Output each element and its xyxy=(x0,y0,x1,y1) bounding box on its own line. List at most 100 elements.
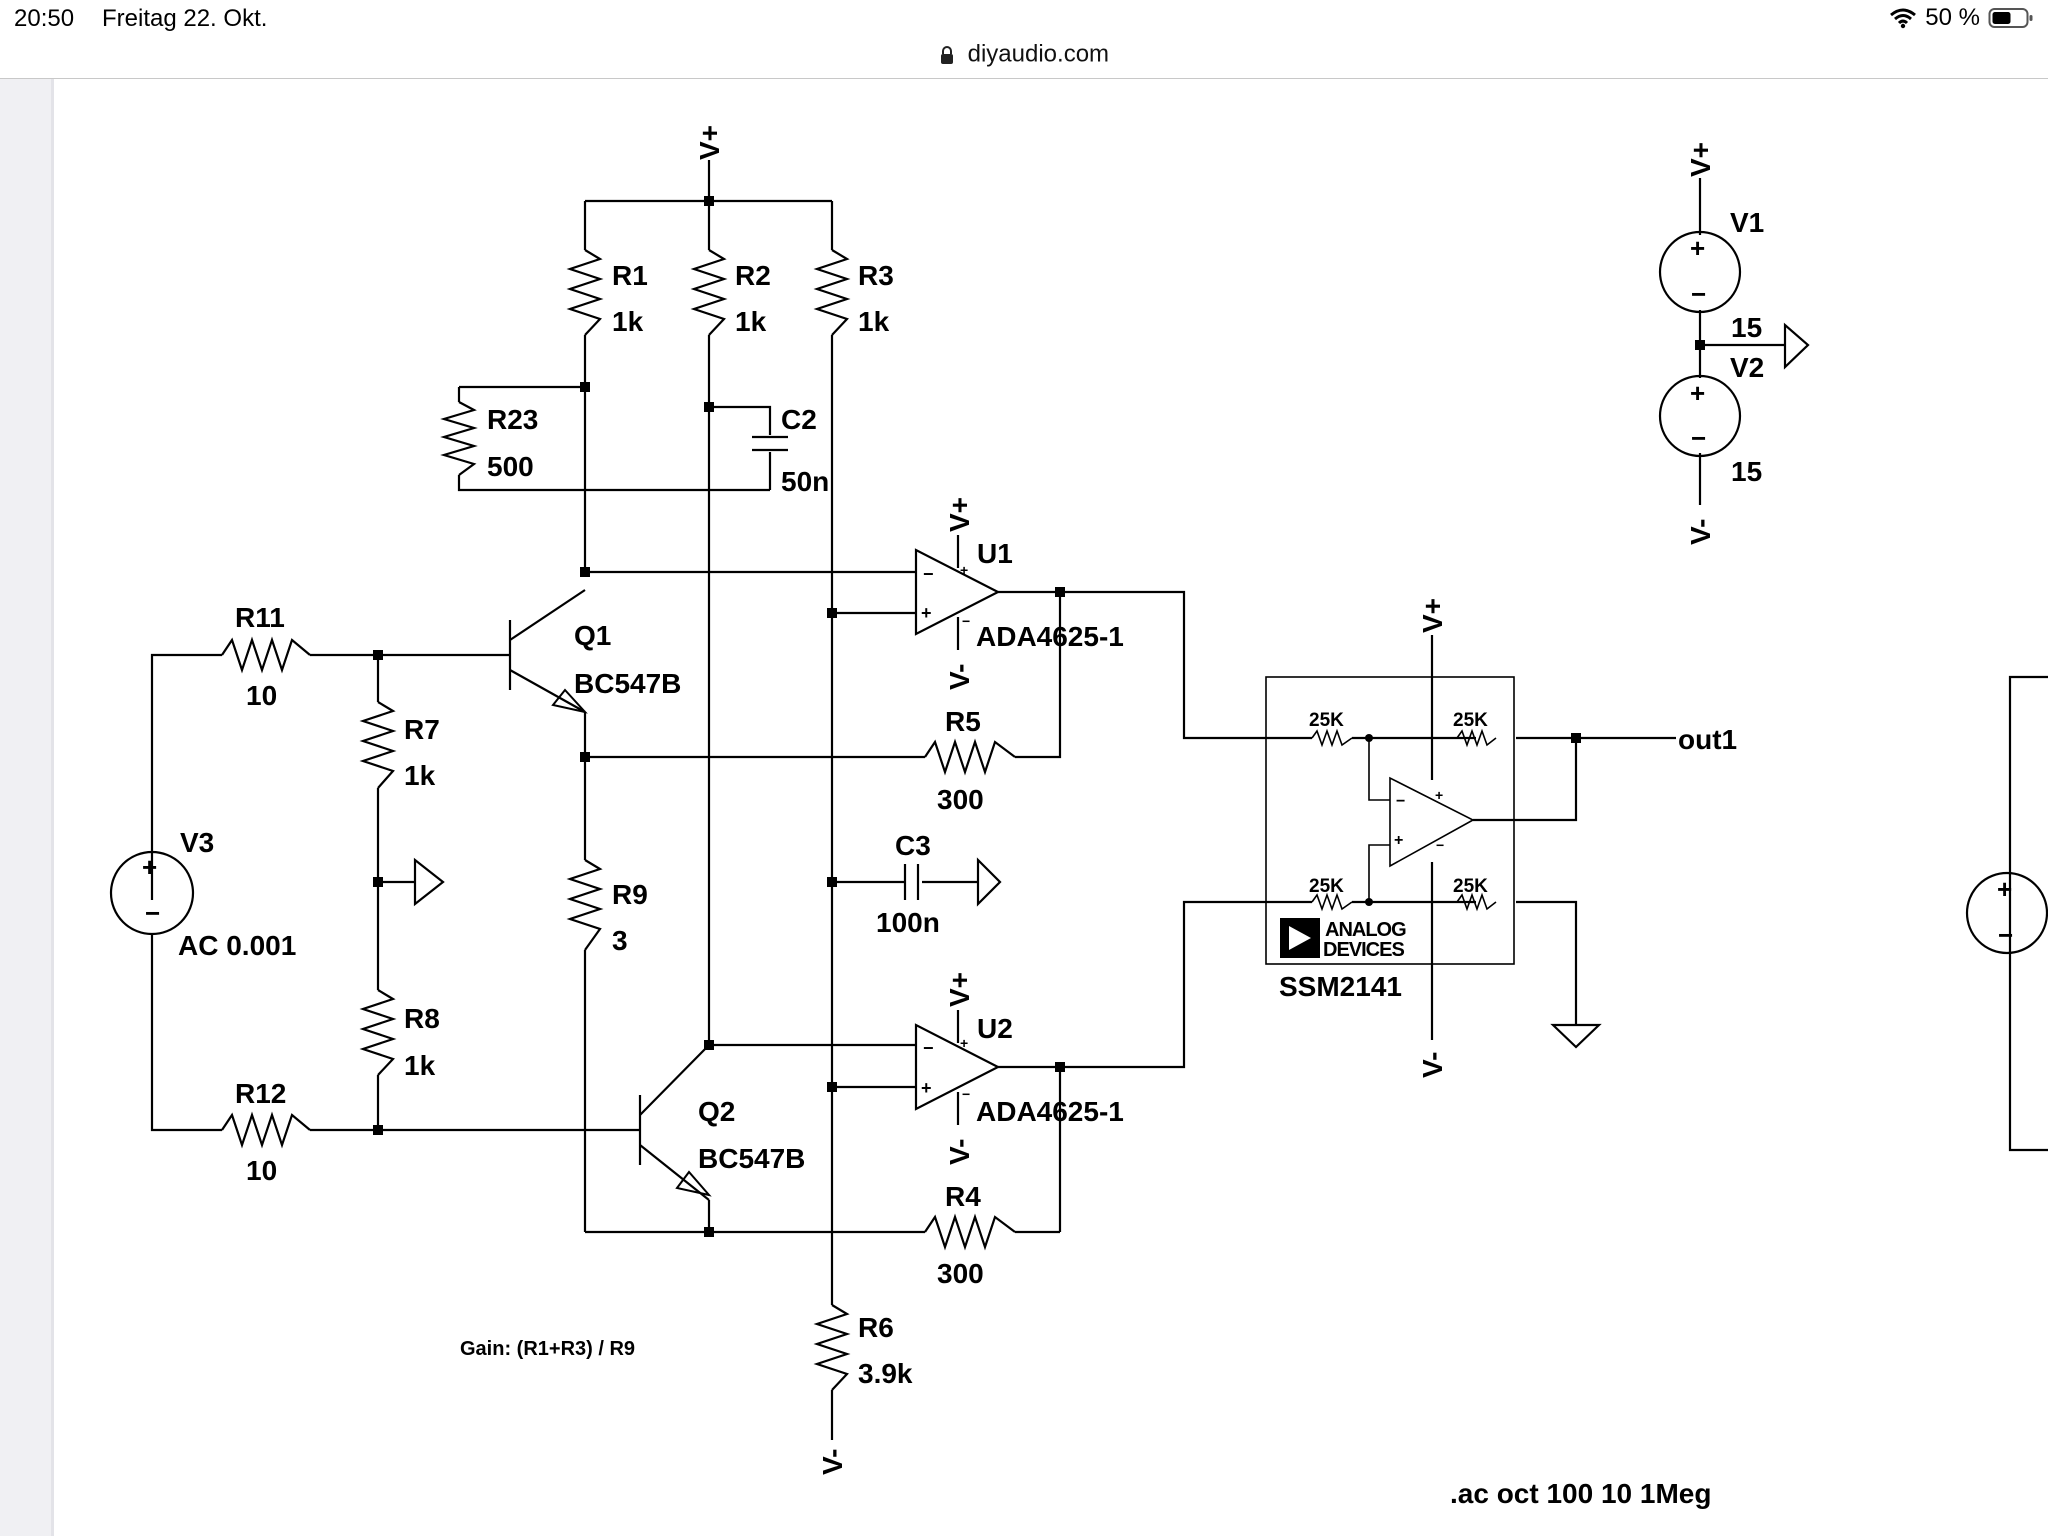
voltage-sources: + − + − + − + − xyxy=(109,230,2048,955)
status-right: 50 % xyxy=(1889,4,2034,32)
rail-label-u1-top: V+ xyxy=(944,497,975,532)
rail-label-u2-top: V+ xyxy=(944,972,975,1007)
net-label-out1: out1 xyxy=(1678,724,1737,755)
rail-label-u2-bottom: V- xyxy=(944,1139,975,1165)
url-domain: diyaudio.com xyxy=(967,40,1110,68)
capacitor-c3-symbol xyxy=(903,864,920,900)
r9-ref: R9 xyxy=(612,879,648,910)
ssm-resistor-3 xyxy=(1311,892,1353,912)
resistor-r4-symbol xyxy=(924,1213,1016,1251)
rail-label-ssm-bottom: V- xyxy=(1417,1052,1448,1078)
resistor-r5-symbol xyxy=(924,738,1016,776)
v1-ref: V1 xyxy=(1730,207,1764,238)
c3-value: 100n xyxy=(876,907,940,938)
u2-value: ADA4625-1 xyxy=(976,1096,1124,1127)
status-time: 20:50 xyxy=(14,5,75,32)
resistor-r2-symbol xyxy=(690,249,728,336)
junctions xyxy=(373,196,1705,1237)
resistor-r6-symbol xyxy=(813,1304,851,1391)
ssm-resistor-4 xyxy=(1456,892,1497,912)
svg-text:+: + xyxy=(921,603,932,623)
svg-text:+: + xyxy=(1997,874,2012,904)
svg-text:−: − xyxy=(1691,279,1706,309)
c2-value: 50n xyxy=(781,466,829,497)
resistor-r7-symbol xyxy=(359,701,397,789)
svg-text:−: − xyxy=(145,898,160,928)
svg-text:+: + xyxy=(960,1035,968,1051)
svg-text:+: + xyxy=(921,1078,932,1098)
rail-label-ssm-top: V+ xyxy=(1417,598,1448,633)
svg-text:+: + xyxy=(1394,832,1403,849)
r1-ref: R1 xyxy=(612,260,648,291)
r9-value: 3 xyxy=(612,925,628,956)
grounds xyxy=(413,322,1810,1049)
r23-value: 500 xyxy=(487,451,534,482)
ssm-resistor-2 xyxy=(1456,728,1497,748)
rail-label-v2-bottom: V- xyxy=(1685,519,1716,545)
u2-ref: U2 xyxy=(977,1013,1013,1044)
u1-value: ADA4625-1 xyxy=(976,621,1124,652)
logo-text-line2: DEVICES xyxy=(1323,939,1404,961)
r7-value: 1k xyxy=(404,760,436,791)
opamps: − + + − − + + − − + + − xyxy=(914,548,1475,1111)
r4-ref: R4 xyxy=(945,1181,981,1212)
capacitor-c2-symbol xyxy=(752,435,788,452)
v3-ref: V3 xyxy=(180,827,214,858)
url-display[interactable]: diyaudio.com xyxy=(0,40,2048,69)
sim-directive: .ac oct 100 10 1Meg xyxy=(1450,1478,1711,1509)
r4-value: 300 xyxy=(937,1258,984,1289)
v3-value: AC 0.001 xyxy=(178,930,296,961)
resistor-r23-symbol xyxy=(440,401,478,476)
ssm2141-box xyxy=(1265,676,1515,965)
lock-icon xyxy=(940,45,953,64)
status-date: Freitag 22. Okt. xyxy=(102,5,268,32)
status-bar: 20:50 Freitag 22. Okt. 50 % xyxy=(0,0,2048,40)
opamp-u2-symbol: − + + − xyxy=(914,1023,1001,1111)
c3-ref: C3 xyxy=(895,830,931,861)
resistor-r8-symbol xyxy=(359,989,397,1076)
ssm-r2-label: 25K xyxy=(1453,710,1488,731)
r23-ref: R23 xyxy=(487,404,538,435)
rail-label-r6-bottom: V- xyxy=(817,1449,848,1475)
r5-ref: R5 xyxy=(945,706,981,737)
svg-text:−: − xyxy=(923,1038,934,1058)
resistor-r12-symbol xyxy=(221,1111,311,1149)
analog-devices-logo: ANALOG DEVICES xyxy=(1280,918,1407,961)
q2-ref: Q2 xyxy=(698,1096,735,1127)
rail-label-top: V+ xyxy=(694,125,725,160)
r12-value: 10 xyxy=(246,1155,277,1186)
r2-value: 1k xyxy=(735,306,767,337)
r8-ref: R8 xyxy=(404,1003,440,1034)
page-left-margin xyxy=(0,79,54,1536)
svg-text:−: − xyxy=(1691,423,1706,453)
r11-value: 10 xyxy=(246,680,277,711)
r7-ref: R7 xyxy=(404,714,440,745)
battery-icon xyxy=(1988,8,2033,28)
r3-value: 1k xyxy=(858,306,890,337)
svg-text:−: − xyxy=(923,564,934,584)
ssm-r4-label: 25K xyxy=(1453,876,1488,897)
r12-ref: R12 xyxy=(235,1078,286,1109)
resistor-r11-symbol xyxy=(221,636,311,674)
r1-value: 1k xyxy=(612,306,644,337)
v2-ref: V2 xyxy=(1730,352,1764,383)
v1-value: 15 xyxy=(1731,312,1762,343)
source-v2-symbol: + − xyxy=(1658,374,1742,458)
url-bar[interactable]: diyaudio.com xyxy=(0,40,2048,79)
labels: V+ V+ V- V+ V- V+ V- V- V+ V- R1 1k R2 1… xyxy=(178,125,1764,1509)
ground-ssm-icon xyxy=(1550,1023,1602,1049)
resistor-r9-symbol xyxy=(566,859,604,951)
svg-text:+: + xyxy=(1435,787,1443,803)
source-v3-symbol: + − xyxy=(109,850,195,936)
battery-percent: 50 % xyxy=(1925,4,1980,31)
ground-v1v2-icon xyxy=(1783,322,1810,370)
v2-value: 15 xyxy=(1731,456,1762,487)
r6-ref: R6 xyxy=(858,1312,894,1343)
resistor-r1-symbol xyxy=(566,249,604,336)
svg-text:+: + xyxy=(960,562,968,578)
transistors xyxy=(508,589,712,1201)
q1-value: BC547B xyxy=(574,668,681,699)
ground-divider-icon xyxy=(413,857,445,907)
transistor-q2-symbol xyxy=(638,1044,712,1201)
